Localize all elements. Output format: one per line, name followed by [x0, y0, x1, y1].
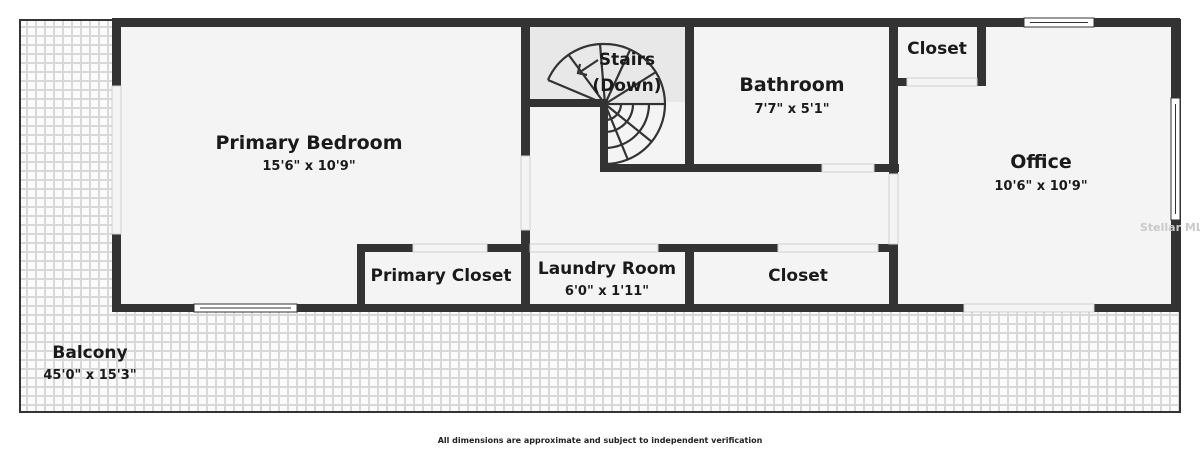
window-lines — [200, 22, 1176, 309]
stairs-sublabel: (Down) — [592, 76, 661, 96]
office-label: Office — [1010, 151, 1072, 173]
primary-bedroom-dims: 15'6" x 10'9" — [262, 159, 355, 174]
spiral-stair — [546, 42, 667, 166]
primary-closet-label: Primary Closet — [371, 266, 512, 286]
primary-bedroom-label: Primary Bedroom — [215, 132, 402, 154]
walls — [112, 18, 1180, 312]
closet-top-label: Closet — [907, 39, 967, 59]
laundry-room-label: Laundry Room — [538, 259, 676, 279]
stairs-label: Stairs — [599, 50, 655, 70]
bathroom-label: Bathroom — [739, 74, 844, 96]
office-dims: 10'6" x 10'9" — [994, 179, 1087, 194]
arrow-icon — [576, 59, 599, 77]
bathroom-dims: 7'7" x 5'1" — [754, 102, 829, 117]
laundry-room-dims: 6'0" x 1'11" — [565, 284, 649, 299]
balcony-label: Balcony — [52, 343, 127, 363]
balcony-dims: 45'0" x 15'3" — [43, 368, 136, 383]
door-openings — [111, 77, 1095, 313]
closet-bottom-label: Closet — [768, 266, 828, 286]
stairs-floor — [527, 24, 688, 102]
disclaimer-text: All dimensions are approximate and subje… — [437, 436, 763, 445]
watermark: Stellar MLS — [1140, 221, 1200, 234]
